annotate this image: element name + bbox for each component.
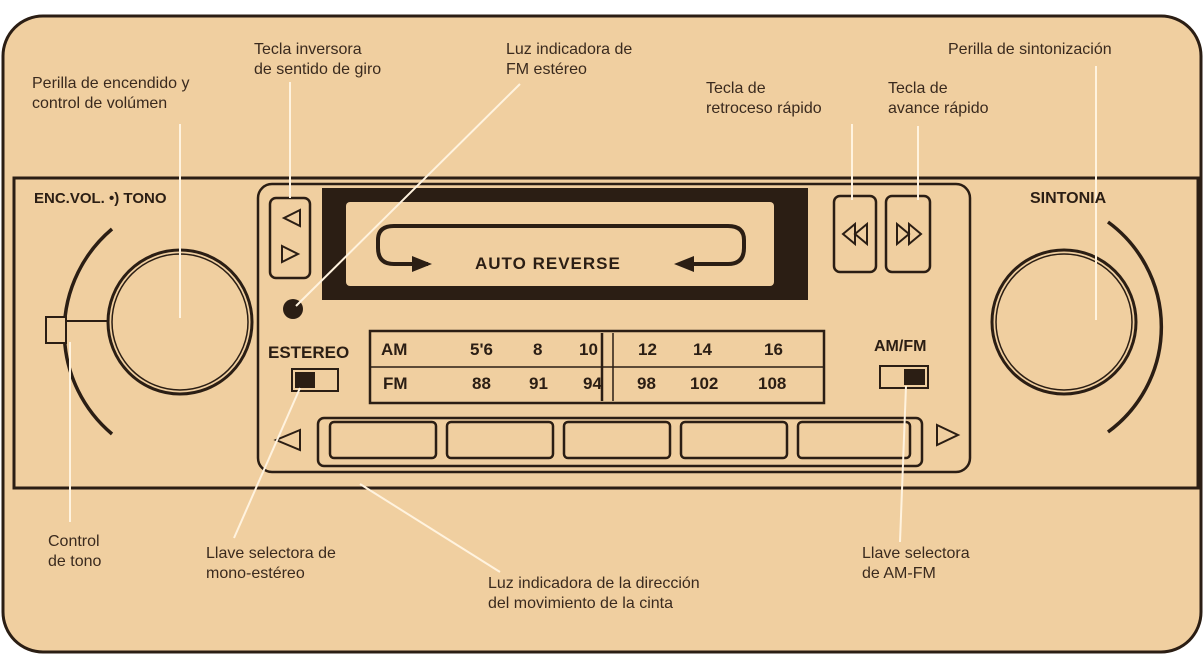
dial-fm-band: FM	[383, 374, 408, 393]
dial-tick: 12	[638, 340, 657, 359]
dial-fm-row: FM 88 91 94 98 102 108	[0, 374, 1204, 396]
dial-tick: 94	[583, 374, 602, 393]
preset-right-arrow-icon	[936, 423, 961, 447]
dial-tick: 98	[637, 374, 656, 393]
callout-avance: Tecla de avance rápido	[888, 80, 989, 117]
stereo-label: ESTEREO	[268, 343, 350, 362]
volume-tone-label: ENC.VOL. •) TONO	[34, 190, 167, 207]
dial-tick: 108	[758, 374, 787, 393]
callout-encendido: Perilla de encendido y control de volúme…	[32, 75, 190, 112]
dial-tick: 88	[472, 374, 491, 393]
reverse-down-icon	[281, 244, 301, 264]
am-fm-knob	[904, 369, 925, 385]
unit-body	[12, 176, 1200, 490]
fast-forward-icon	[896, 221, 923, 247]
tone-control-lever[interactable]	[45, 316, 67, 344]
tuning-knob[interactable]	[990, 248, 1138, 396]
callout-am-fm: Llave selectora de AM-FM	[862, 545, 970, 582]
callout-fm-estereo: Luz indicadora de FM estéreo	[506, 41, 633, 78]
callout-mono-estereo: Llave selectora de mono-estéreo	[206, 545, 336, 582]
dial-tick: 14	[693, 340, 712, 359]
am-fm-label: AM/FM	[874, 338, 927, 355]
center-faceplate	[256, 182, 972, 474]
callout-retroceso: Tecla de retroceso rápido	[706, 80, 822, 117]
dial-tick: 5'6	[470, 340, 493, 359]
leader-lines	[69, 66, 1097, 573]
cassette-window	[346, 202, 774, 286]
dial-tick: 102	[690, 374, 719, 393]
dial-tick: 16	[764, 340, 783, 359]
mono-stereo-knob	[295, 372, 315, 388]
rewind-icon	[841, 221, 868, 247]
preset-tray	[316, 416, 924, 468]
tape-direction-loop	[376, 224, 746, 266]
callout-sintonizacion: Perilla de sintonización	[948, 41, 1112, 58]
callout-direccion-cinta: Luz indicadora de la dirección del movim…	[488, 575, 700, 612]
preset-button[interactable]	[445, 420, 555, 460]
preset-button[interactable]	[562, 420, 672, 460]
preset-button[interactable]	[796, 420, 912, 460]
tape-arrow-right-icon	[674, 256, 694, 272]
auto-reverse-label: AUTO REVERSE	[475, 254, 621, 273]
preset-left-arrow-icon	[273, 428, 301, 452]
tuning-knob-inner	[995, 253, 1133, 391]
dial-tick: 10	[579, 340, 598, 359]
dial-tick: 8	[533, 340, 543, 359]
dial-am-row: AM 5'6 8 10 12 14 16	[0, 340, 1204, 362]
preset-button[interactable]	[679, 420, 789, 460]
tuning-arc	[1106, 220, 1164, 434]
dial-am-band: AM	[381, 340, 408, 359]
callout-control-tono: Control de tono	[48, 533, 102, 570]
tuning-label: SINTONIA	[1030, 190, 1107, 207]
preset-button[interactable]	[328, 420, 438, 460]
callout-inversora: Tecla inversora de sentido de giro	[254, 41, 382, 78]
tape-arrow-left-icon	[412, 256, 432, 272]
reverse-up-icon	[281, 208, 301, 228]
direction-key[interactable]	[268, 196, 312, 280]
dial-tick: 91	[529, 374, 548, 393]
